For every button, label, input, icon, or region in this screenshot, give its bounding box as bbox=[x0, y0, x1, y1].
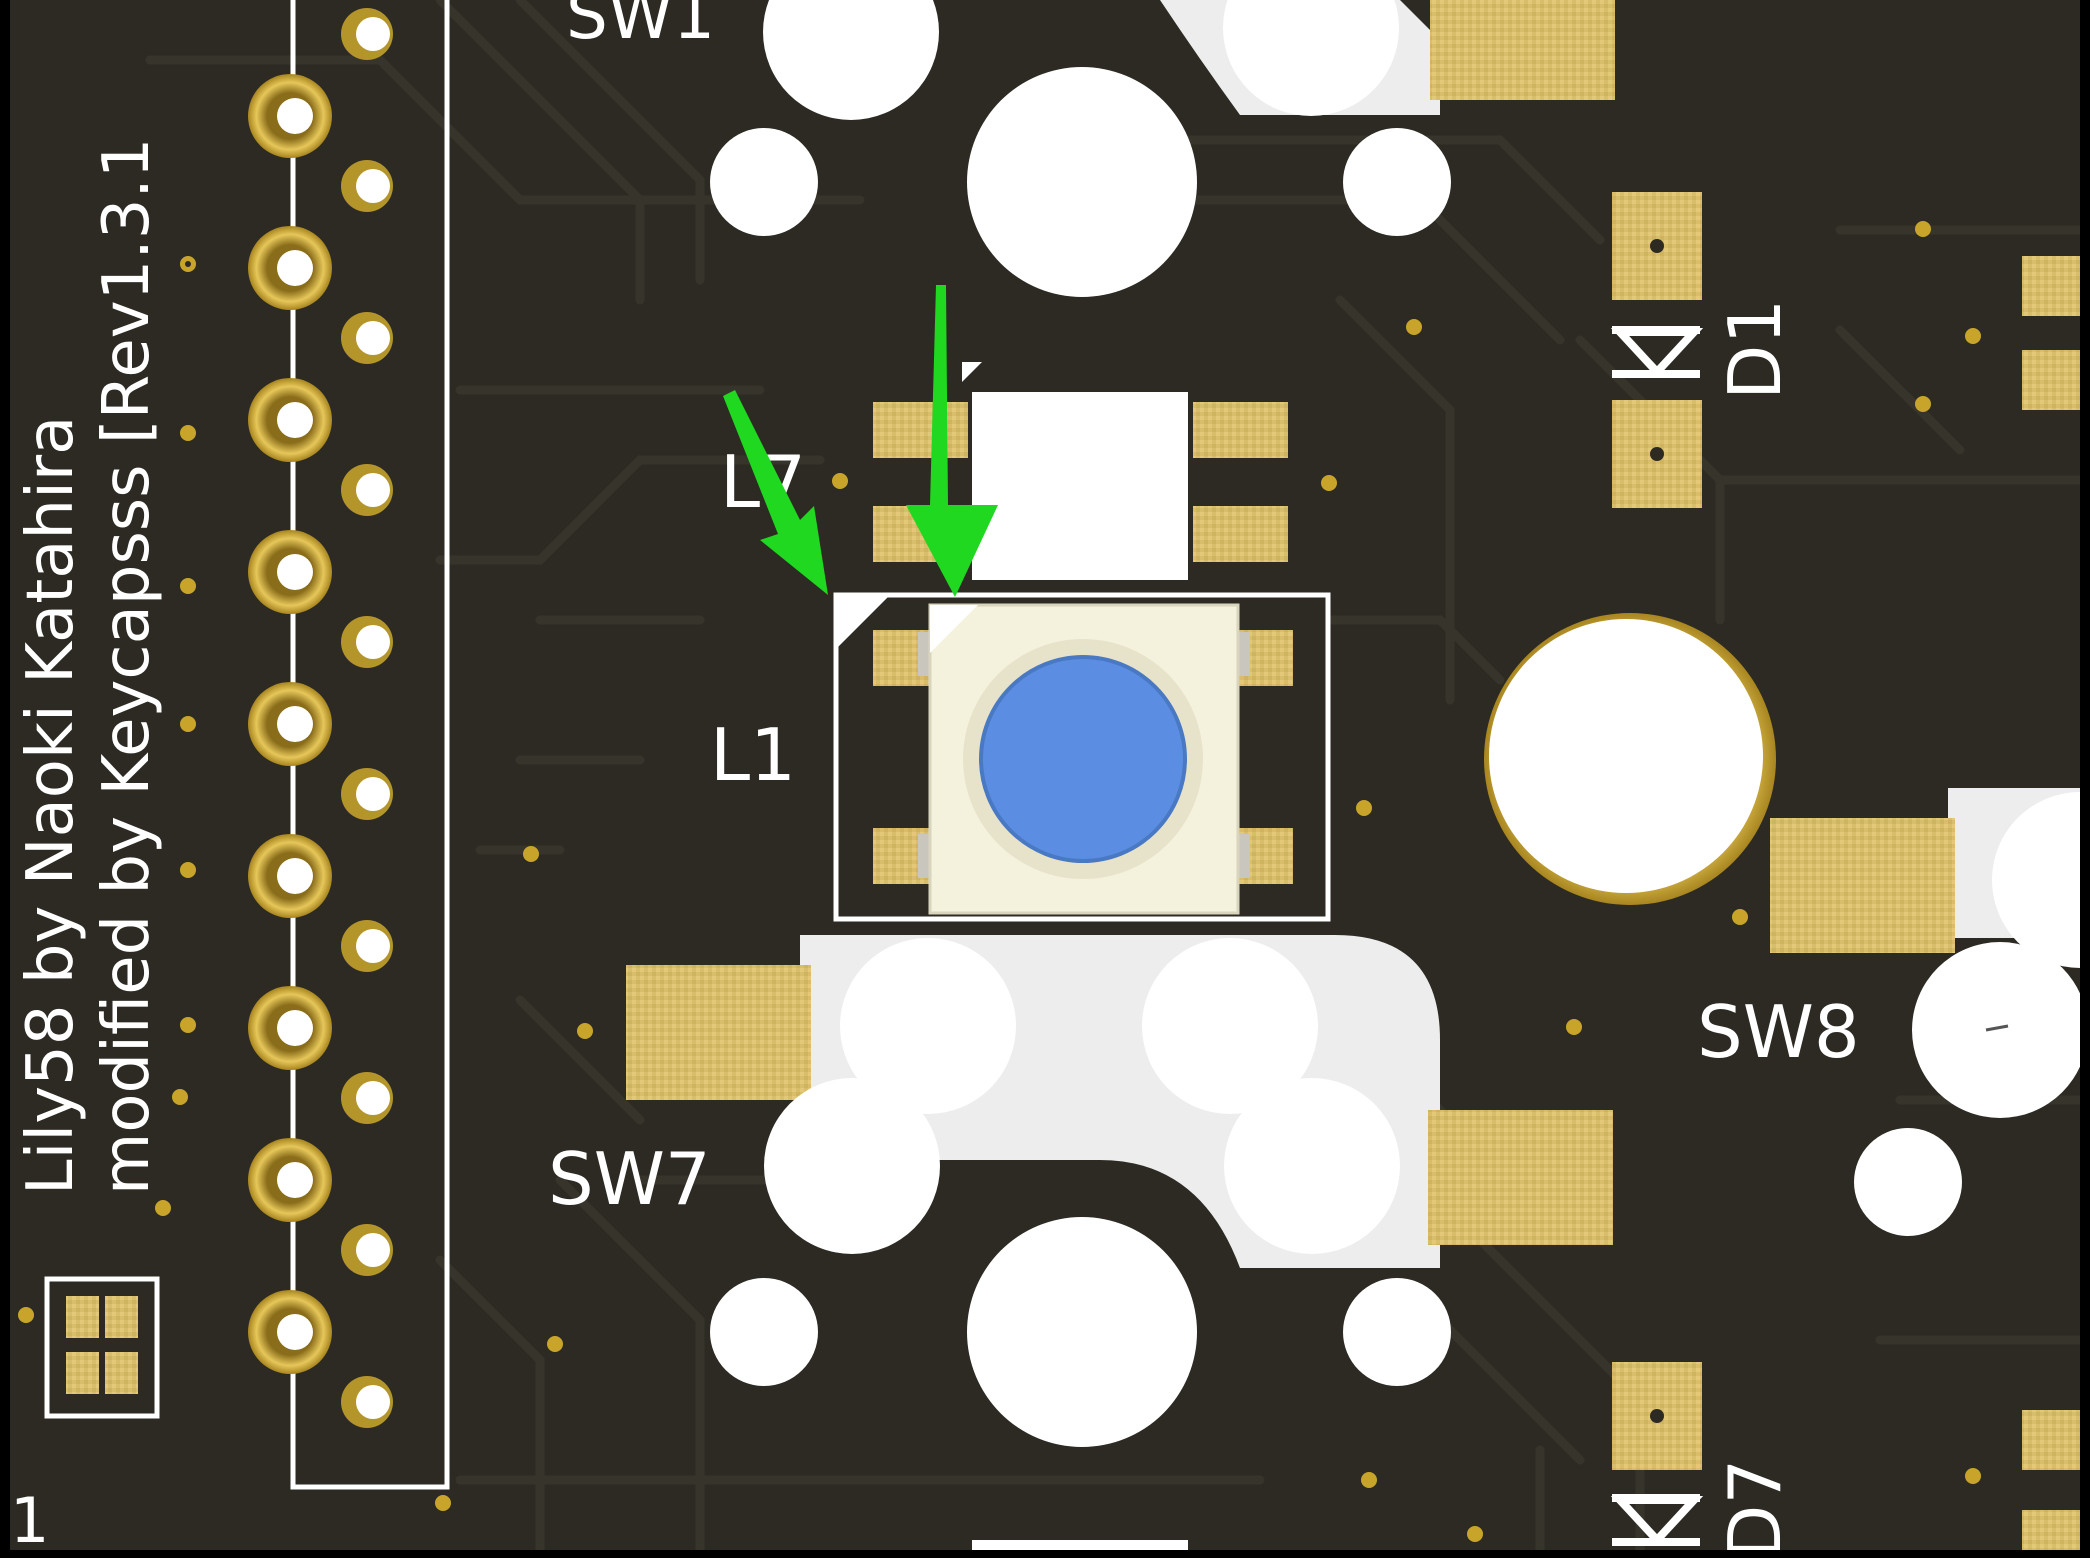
led-l7-footprint bbox=[873, 362, 1288, 580]
designator-sw1: SW1 bbox=[566, 0, 715, 54]
board-credit-line-2: modified by Keycapsss [Rev1.3.1 bbox=[90, 138, 164, 1196]
vias bbox=[18, 221, 1981, 1542]
switch-sw1-footprint bbox=[710, 0, 1615, 297]
header-pin bbox=[341, 1224, 393, 1276]
diode-symbol-icon bbox=[1610, 1494, 1704, 1546]
led-l1-footprint bbox=[833, 592, 1331, 922]
switch-sw7-footprint bbox=[626, 935, 1613, 1447]
header-pin bbox=[341, 1376, 393, 1428]
header-pin bbox=[341, 8, 393, 60]
board-credit-line-1: Lily58 by Naoki Katahira bbox=[14, 416, 88, 1195]
header-pin bbox=[248, 1290, 332, 1374]
jumper-pad bbox=[44, 1276, 160, 1419]
diode-d1 bbox=[1610, 192, 2080, 508]
header-pin bbox=[248, 378, 332, 462]
designator-d7: D7 bbox=[1713, 1459, 1797, 1558]
header-pin bbox=[248, 226, 332, 310]
header-pins-right bbox=[341, 8, 393, 1428]
header-pin bbox=[341, 768, 393, 820]
header-pin bbox=[248, 74, 332, 158]
designator-d1: D1 bbox=[1713, 299, 1797, 400]
green-arrow-icon bbox=[723, 390, 828, 595]
diode-d7 bbox=[972, 1362, 2080, 1550]
header-pin bbox=[248, 986, 332, 1070]
header-pin bbox=[341, 312, 393, 364]
header-pin bbox=[341, 920, 393, 972]
green-arrow-icon bbox=[906, 285, 998, 597]
header-pin bbox=[341, 616, 393, 668]
header-pin bbox=[341, 464, 393, 516]
led-l1-lens bbox=[981, 657, 1185, 861]
header-pin bbox=[248, 530, 332, 614]
header-pin bbox=[248, 834, 332, 918]
edge-label: 1 bbox=[10, 1484, 49, 1557]
designator-l1: L1 bbox=[710, 713, 796, 797]
header-pin bbox=[248, 682, 332, 766]
header-pin bbox=[341, 160, 393, 212]
diode-symbol-icon bbox=[1610, 326, 1704, 378]
header-pins-left bbox=[248, 74, 332, 1374]
designator-sw7: SW7 bbox=[548, 1137, 711, 1221]
designator-sw8: SW8 bbox=[1697, 990, 1860, 1074]
header-pin bbox=[341, 1072, 393, 1124]
mounting-hole bbox=[1484, 613, 1776, 905]
header-pin bbox=[248, 1138, 332, 1222]
switch-sw8-footprint bbox=[1770, 788, 2080, 1236]
